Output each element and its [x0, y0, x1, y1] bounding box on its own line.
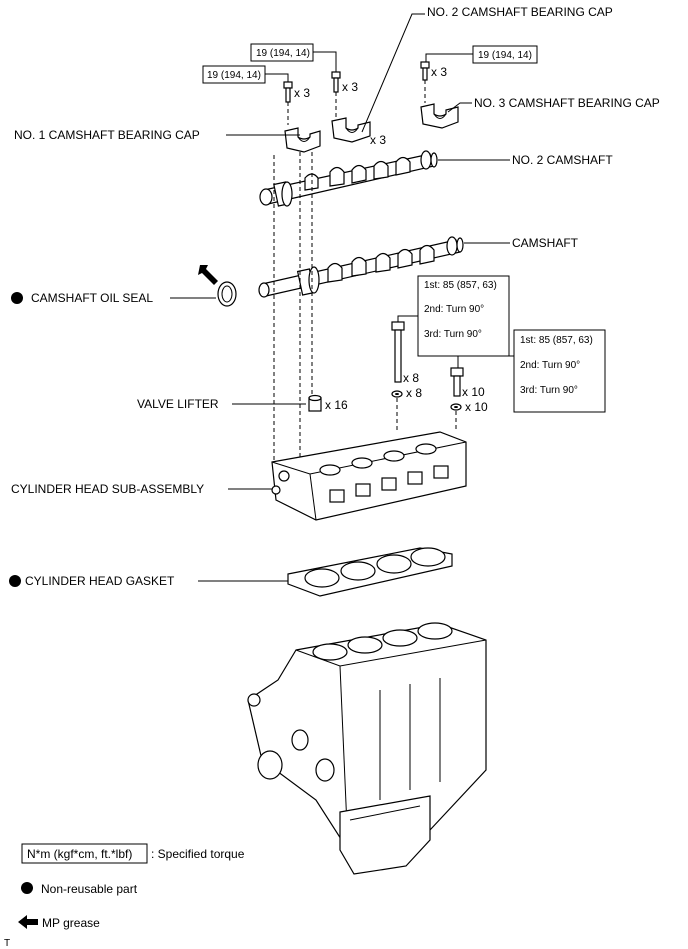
legend-nonreusable-text: Non-reusable part [41, 882, 138, 896]
legend-torque-text: : Specified torque [151, 847, 245, 861]
torque-value: 19 (194, 14) [256, 48, 310, 59]
no2-bearing-cap-label: NO. 2 CAMSHAFT BEARING CAP [427, 5, 613, 19]
washer-icon [450, 403, 462, 411]
corner-mark: T [4, 938, 10, 949]
step-2-label: 2nd: Turn 90° [520, 360, 580, 371]
torque-callout-no2-cap: 19 (194, 14) [250, 43, 314, 62]
quantity-label: x 3 [370, 133, 386, 147]
torque-callout-no1-cap: 19 (194, 14) [202, 65, 266, 84]
head-sub-assembly-label: CYLINDER HEAD SUB-ASSEMBLY [11, 482, 204, 496]
valve-lifter-label: VALVE LIFTER [137, 397, 219, 411]
mp-grease-arrow-icon [18, 915, 38, 929]
legend-torque-units: N*m (kgf*cm, ft.*lbf) [27, 847, 132, 861]
bolt-icon [331, 71, 341, 93]
quantity-label: x 16 [325, 398, 348, 412]
bolt-icon [283, 81, 293, 103]
no2-camshaft-bearing-cap [331, 117, 371, 143]
quantity-label: x 8 [403, 371, 419, 385]
torque-steps-box-left: 1st: 85 (857, 63) 2nd: Turn 90° 3rd: Tur… [417, 275, 510, 357]
mp-grease-arrow-icon [198, 265, 218, 285]
torque-callout-no3-cap: 19 (194, 14) [472, 45, 538, 64]
quantity-label: x 10 [462, 385, 485, 399]
torque-steps-box-right: 1st: 85 (857, 63) 2nd: Turn 90° 3rd: Tur… [513, 329, 606, 413]
quantity-label: x 3 [342, 80, 358, 94]
step-3-label: 3rd: Turn 90° [520, 385, 578, 396]
valve-lifter [308, 394, 322, 412]
bolt-icon [450, 367, 464, 397]
non-reusable-dot-icon [11, 292, 23, 304]
quantity-label: x 3 [294, 86, 310, 100]
cylinder-head-sub-assembly [271, 431, 467, 521]
camshaft-label: CAMSHAFT [512, 236, 579, 250]
torque-value: 19 (194, 14) [207, 70, 261, 81]
no1-bearing-cap-label: NO. 1 CAMSHAFT BEARING CAP [14, 128, 200, 142]
no3-camshaft-bearing-cap [420, 103, 459, 129]
step-1-label: 1st: 85 (857, 63) [520, 335, 593, 346]
bolt-icon [391, 321, 405, 383]
quantity-label: x 8 [406, 386, 422, 400]
oil-seal-label: CAMSHAFT OIL SEAL [31, 291, 153, 305]
no2-camshaft [259, 150, 438, 207]
washer-icon [391, 390, 403, 398]
bolt-icon [420, 61, 430, 81]
legend: N*m (kgf*cm, ft.*lbf) : Specified torque… [18, 843, 245, 930]
step-2-label: 2nd: Turn 90° [424, 304, 484, 315]
torque-value: 19 (194, 14) [478, 50, 532, 61]
no3-bearing-cap-label: NO. 3 CAMSHAFT BEARING CAP [474, 96, 660, 110]
quantity-label: x 3 [431, 65, 447, 79]
step-3-label: 3rd: Turn 90° [424, 329, 482, 340]
legend-grease-text: MP grease [42, 916, 100, 930]
head-gasket-label: CYLINDER HEAD GASKET [25, 574, 175, 588]
step-1-label: 1st: 85 (857, 63) [424, 280, 497, 291]
camshaft-oil-seal [217, 281, 237, 307]
no2-camshaft-label: NO. 2 CAMSHAFT [512, 153, 613, 167]
legend-torque-box [21, 843, 148, 864]
non-reusable-dot-icon [21, 882, 33, 894]
quantity-label: x 10 [465, 400, 488, 414]
engine-block [247, 622, 487, 875]
no1-camshaft-bearing-cap [284, 127, 321, 153]
non-reusable-dot-icon [9, 575, 21, 587]
cylinder-head-gasket [287, 547, 453, 597]
